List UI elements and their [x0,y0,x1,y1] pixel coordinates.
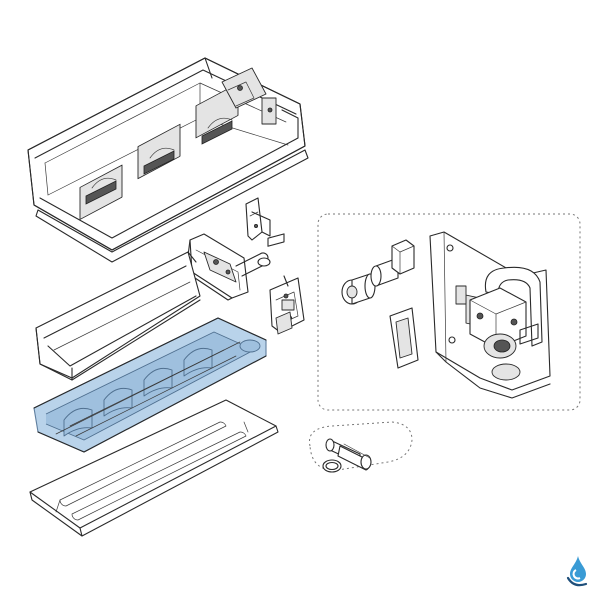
drain-pump-inset [317,213,581,411]
control-box-cover [185,233,271,301]
drain-pan [35,251,201,381]
drain-pump-assembly [429,231,551,399]
bottom-panel-rails [55,421,249,521]
unit-casing [27,57,309,263]
water-drop-logo-icon [566,556,588,587]
pump-gasket [389,307,419,369]
drain-elbow [370,239,415,287]
drain-plug [341,273,376,305]
fan-mounting-bracket [245,197,285,247]
drain-hose-fitting [308,421,413,473]
bottom-panel [29,399,279,537]
control-box-bracket [269,275,305,335]
casing-motor-detail [221,67,299,139]
casing-fan-housings [79,82,239,220]
fan-assembly-highlighted [33,317,267,453]
fan-blowers [63,339,261,437]
